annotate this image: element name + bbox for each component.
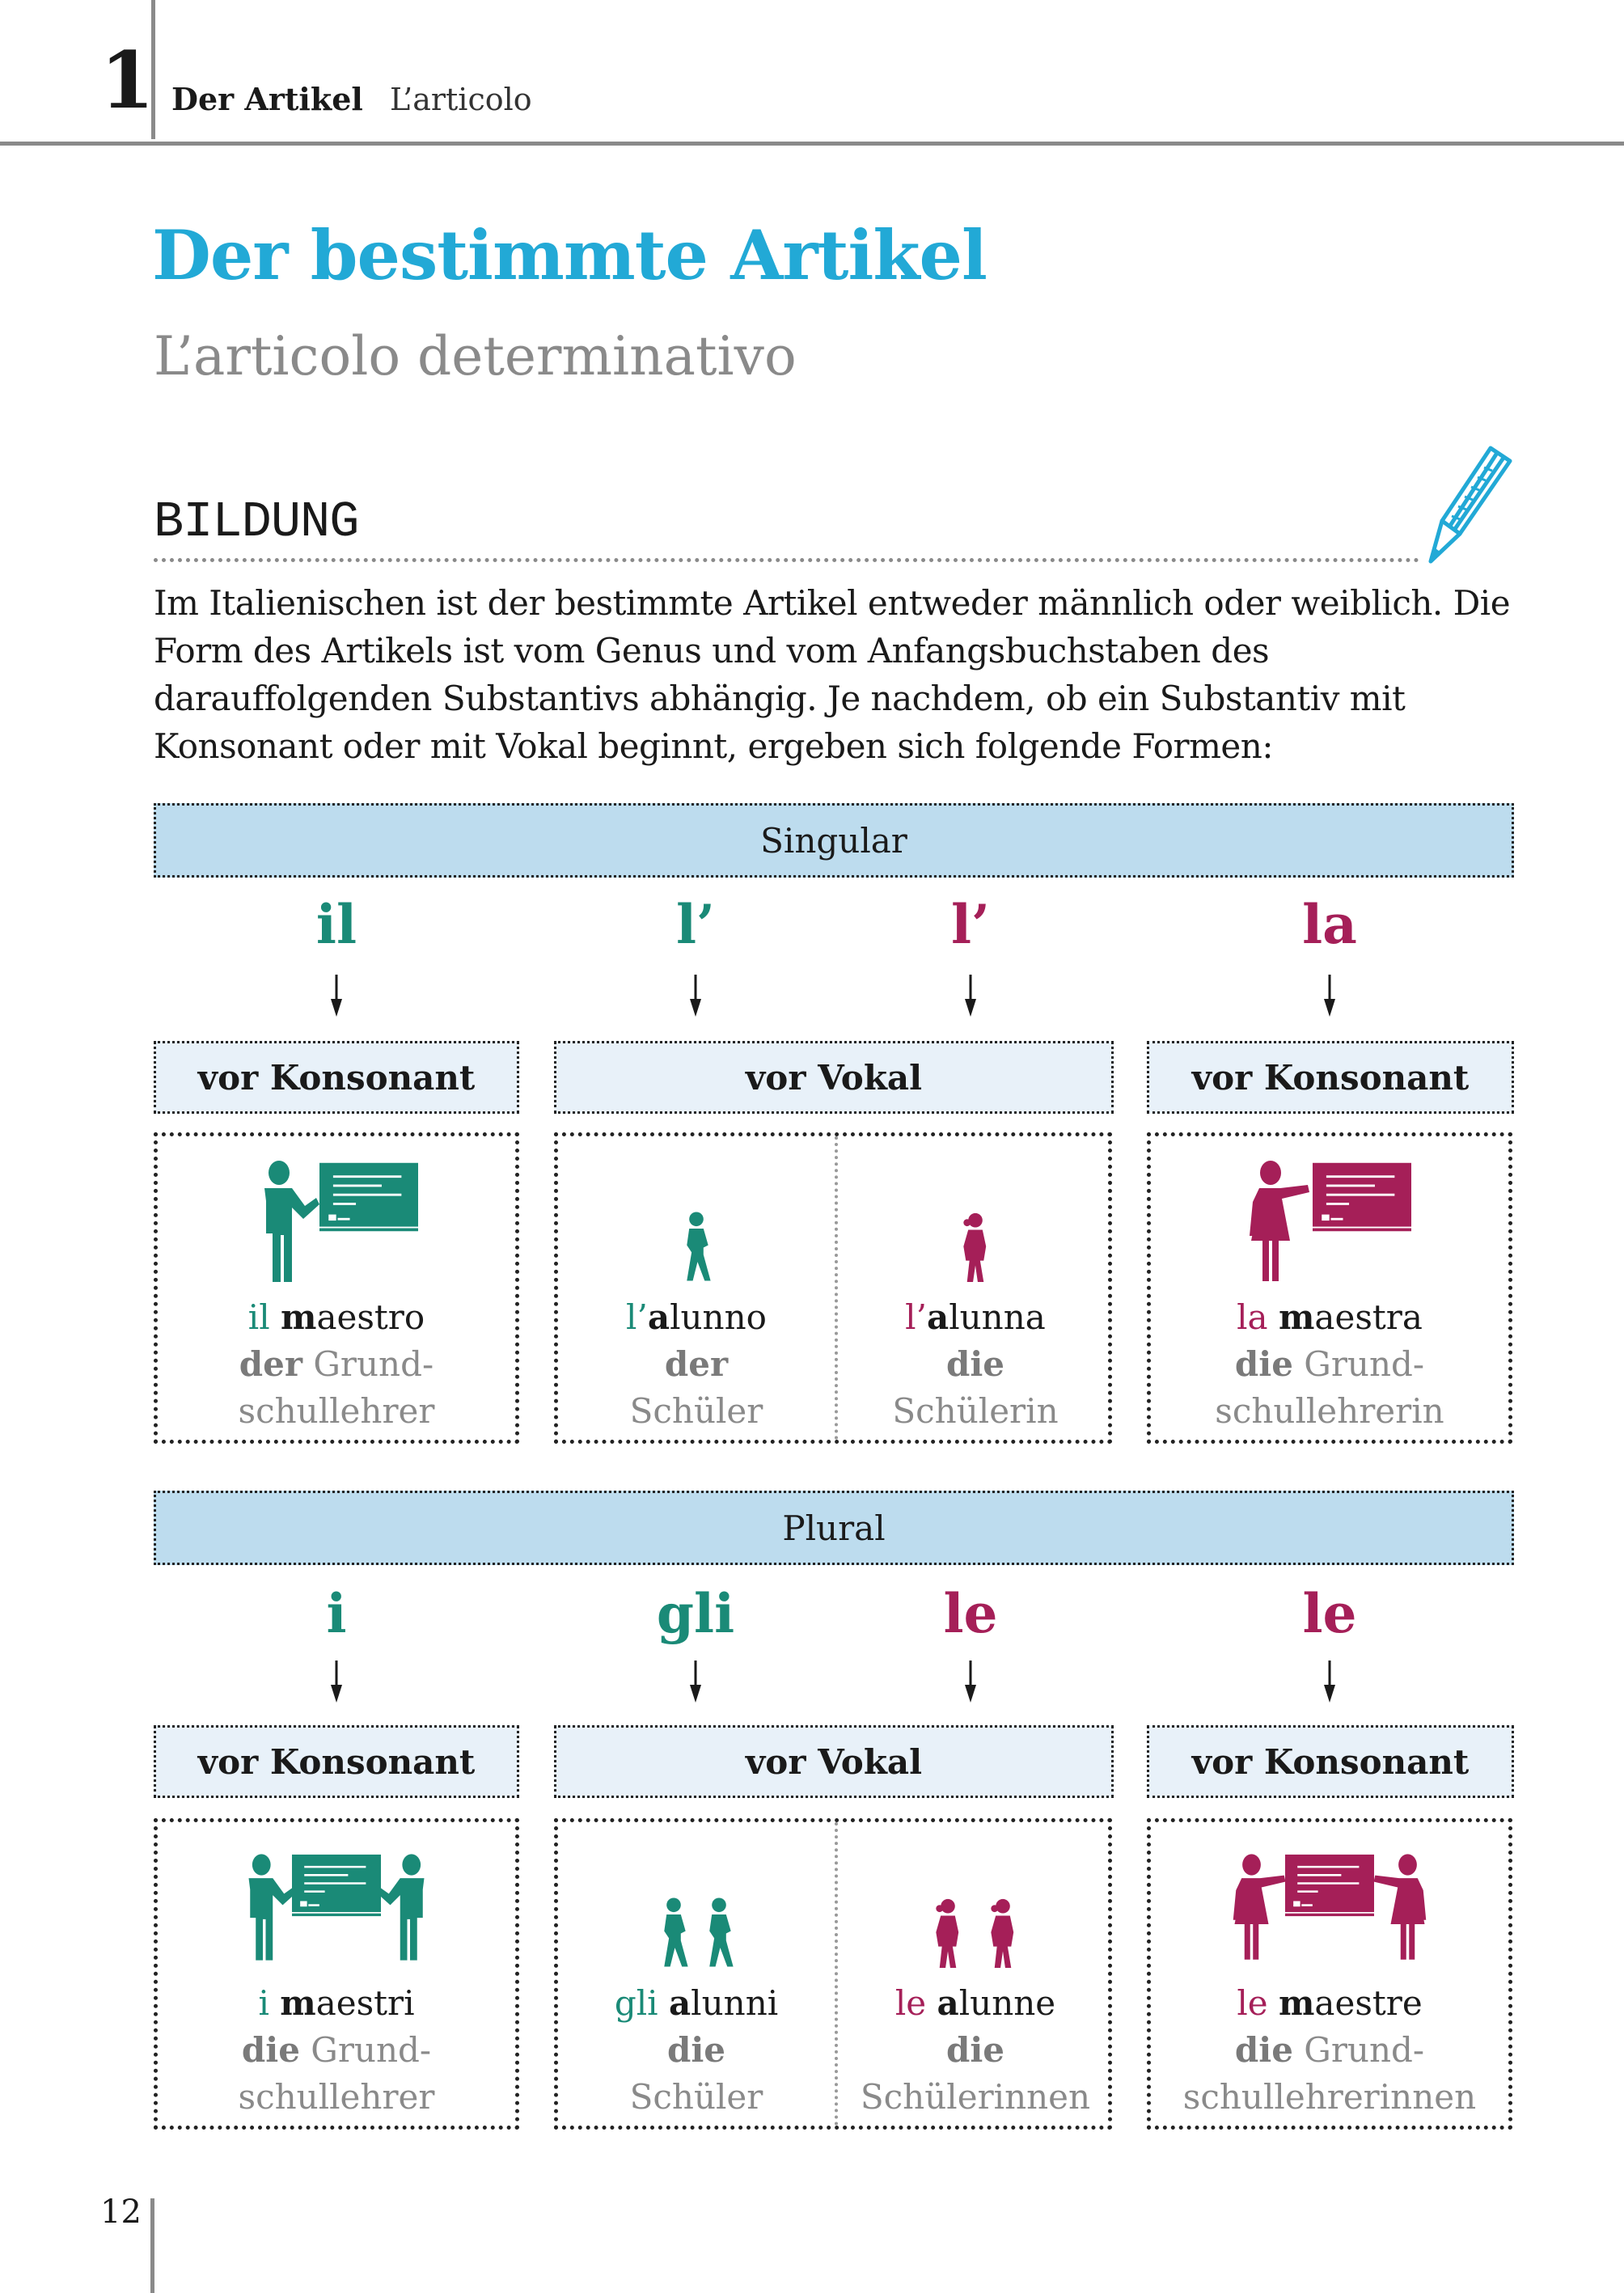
blackboard-icon bbox=[1313, 1162, 1411, 1232]
schoolboy-icon bbox=[679, 1211, 714, 1282]
schoolboy-icon bbox=[701, 1897, 737, 1968]
label-vor-konsonant-masc: vor Konsonant bbox=[154, 1041, 519, 1114]
section-heading: BILDUNG bbox=[154, 493, 359, 551]
schoolgirl-icon bbox=[985, 1897, 1021, 1968]
italian-noun: i maestri bbox=[258, 1983, 415, 2023]
schoolboy-icon bbox=[656, 1897, 691, 1968]
article-i: i bbox=[326, 1582, 347, 1645]
singular-bar: Singular bbox=[154, 803, 1514, 878]
page-title: Der bestimmte Artikel bbox=[152, 215, 988, 295]
card-vokal-plural: gli alunni die Schüler le alunne die Sch… bbox=[554, 1818, 1112, 2130]
arrow-down-icon bbox=[324, 975, 349, 1017]
plural-bar-label: Plural bbox=[782, 1508, 886, 1548]
chapter-title-it: L’articolo bbox=[390, 82, 532, 117]
italian-noun: le alunne bbox=[894, 1983, 1056, 2023]
article-le-vokal: le bbox=[943, 1582, 998, 1645]
italian-noun: il maestro bbox=[247, 1297, 425, 1337]
card-le-maestre: le maestre die Grund- schullehrerinnen bbox=[1147, 1818, 1512, 2130]
singular-bar-label: Singular bbox=[760, 820, 907, 861]
cell-divider bbox=[835, 1136, 838, 1440]
arrow-down-icon bbox=[324, 1661, 349, 1703]
arrow-down-icon bbox=[683, 975, 708, 1017]
german-translation: die Grund- bbox=[1234, 1344, 1425, 1384]
arrow-down-icon bbox=[958, 975, 983, 1017]
italian-noun: l’alunno bbox=[626, 1297, 767, 1337]
cell-divider bbox=[835, 1822, 838, 2126]
chapter-title-de: Der Artikel bbox=[171, 81, 363, 117]
german-translation-cont: schullehrerinnen bbox=[1182, 2077, 1477, 2117]
card-la-maestra: la maestra die Grund- schullehrerin bbox=[1147, 1132, 1512, 1444]
article-la: la bbox=[1302, 893, 1357, 956]
header-vertical-rule bbox=[151, 0, 155, 139]
male-teacher-icon bbox=[376, 1847, 433, 1968]
italian-noun: l’alunna bbox=[905, 1297, 1046, 1337]
german-translation: Schüler bbox=[629, 1391, 763, 1431]
section-dotted-rule bbox=[154, 558, 1419, 562]
german-article: die bbox=[945, 1344, 1005, 1384]
article-il: il bbox=[315, 893, 357, 956]
german-translation: der Grund- bbox=[239, 1344, 434, 1384]
german-translation-cont: schullehrer bbox=[238, 2077, 435, 2117]
page-number: 12 bbox=[100, 2194, 142, 2231]
german-translation: Schülerin bbox=[892, 1391, 1059, 1431]
card-il-maestro: il maestro der Grund- schullehrer bbox=[154, 1132, 519, 1444]
italian-noun: gli alunni bbox=[614, 1983, 779, 2023]
german-translation: Schülerinnen bbox=[860, 2077, 1091, 2117]
card-vokal-singular: l’alunno der Schüler l’alunna die Schüle… bbox=[554, 1132, 1112, 1444]
article-l-fem: l’ bbox=[950, 893, 991, 956]
arrow-down-icon bbox=[1317, 1661, 1342, 1703]
german-translation: Schüler bbox=[629, 2077, 763, 2117]
page-subtitle: L’articolo determinativo bbox=[154, 325, 797, 387]
label-vor-vokal: vor Vokal bbox=[554, 1725, 1114, 1798]
article-gli: gli bbox=[656, 1582, 735, 1645]
article-le-konsonant: le bbox=[1302, 1582, 1357, 1645]
label-vor-vokal: vor Vokal bbox=[554, 1041, 1114, 1114]
blackboard-icon bbox=[1285, 1853, 1374, 1918]
female-teacher-icon bbox=[1248, 1161, 1313, 1282]
male-teacher-icon bbox=[240, 1847, 297, 1968]
italian-noun: le maestre bbox=[1237, 1983, 1423, 2023]
card-i-maestri: i maestri die Grund- schullehrer bbox=[154, 1818, 519, 2130]
arrow-down-icon bbox=[958, 1661, 983, 1703]
male-teacher-icon bbox=[255, 1161, 319, 1282]
label-vor-konsonant-fem: vor Konsonant bbox=[1147, 1725, 1514, 1798]
pencil-icon bbox=[1428, 446, 1512, 564]
german-translation: die Grund- bbox=[241, 2030, 432, 2070]
female-teacher-icon bbox=[1371, 1847, 1427, 1968]
label-vor-konsonant-masc: vor Konsonant bbox=[154, 1725, 519, 1798]
german-article: die bbox=[666, 2030, 726, 2070]
footer-vertical-rule bbox=[150, 2198, 154, 2293]
arrow-down-icon bbox=[1317, 975, 1342, 1017]
german-article: die bbox=[945, 2030, 1005, 2070]
label-vor-konsonant-fem: vor Konsonant bbox=[1147, 1041, 1514, 1114]
article-l-masc: l’ bbox=[675, 893, 716, 956]
blackboard-icon bbox=[292, 1853, 381, 1918]
german-translation-cont: schullehrer bbox=[238, 1391, 435, 1431]
german-translation-cont: schullehrerin bbox=[1215, 1391, 1444, 1431]
header-horizontal-rule bbox=[0, 142, 1624, 146]
german-translation: die Grund- bbox=[1234, 2030, 1425, 2070]
schoolgirl-icon bbox=[958, 1211, 993, 1282]
plural-bar: Plural bbox=[154, 1491, 1514, 1565]
italian-noun: la maestra bbox=[1237, 1297, 1423, 1337]
schoolgirl-icon bbox=[930, 1897, 966, 1968]
arrow-down-icon bbox=[683, 1661, 708, 1703]
german-article: der bbox=[664, 1344, 729, 1384]
female-teacher-icon bbox=[1232, 1847, 1288, 1968]
blackboard-icon bbox=[319, 1162, 418, 1232]
intro-paragraph: Im Italienischen ist der bestimmte Artik… bbox=[154, 583, 1511, 766]
chapter-number: 1 bbox=[100, 35, 154, 126]
